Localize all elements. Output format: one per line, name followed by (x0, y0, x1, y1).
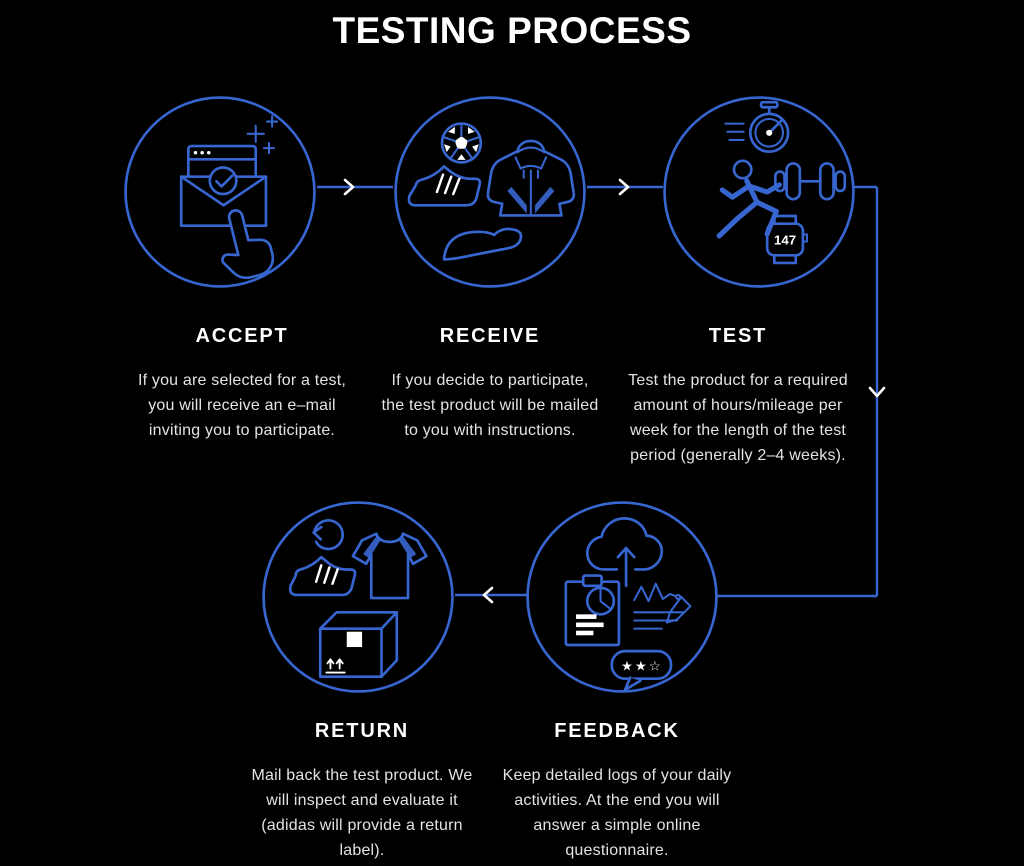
jacket-icon (486, 139, 576, 217)
product-delivery-icon (394, 96, 586, 288)
checkmark-icon (208, 166, 238, 196)
envelope-icon (179, 175, 268, 228)
step-description: If you are selected for a test, you will… (137, 372, 347, 439)
step-circle (124, 96, 316, 288)
dumbbell-icon (774, 162, 847, 201)
email-invitation-icon (124, 96, 316, 288)
step-circle (262, 501, 454, 693)
sparkles-icon (246, 115, 279, 155)
step-circle (526, 501, 718, 693)
tshirt-icon (351, 532, 428, 600)
feedback-rating-icon: ★★☆ (526, 501, 718, 693)
step-feedback: ★★☆ FEEDBACK Keep detailed logs of your … (487, 500, 747, 863)
step-label: ACCEPT (195, 325, 289, 347)
step-receive: RECEIVE If you decide to participate, th… (360, 95, 620, 443)
sneaker-icon (288, 555, 357, 597)
step-description: Test the product for a required amount o… (628, 372, 848, 464)
step-label: FEEDBACK (554, 720, 680, 742)
step-circle (394, 96, 586, 288)
stopwatch-icon (724, 100, 790, 153)
watch-heart-rate-value: 147 (774, 233, 796, 248)
step-accept: ACCEPT If you are selected for a test, y… (112, 95, 372, 443)
cloud-upload-icon (585, 517, 664, 588)
step-description: Mail back the test product. We will insp… (251, 767, 473, 859)
step-test: 147 TEST Test the product for a required… (608, 95, 868, 468)
step-description: If you decide to participate, the test p… (381, 372, 599, 439)
sneaker-icon (407, 165, 482, 207)
step-label: RETURN (314, 720, 410, 742)
step-label: TEST (708, 325, 768, 347)
fitness-activity-icon: 147 (663, 96, 855, 288)
star-rating-bubble-icon: ★★☆ (610, 649, 673, 692)
shipping-box-icon (318, 610, 399, 678)
step-label: RECEIVE (439, 325, 541, 347)
step-circle (663, 96, 855, 288)
graph-pencil-icon (633, 582, 692, 630)
star-rating-value: ★★☆ (621, 660, 663, 675)
clipboard-chart-icon (564, 574, 621, 647)
soccer-ball-icon (440, 122, 483, 164)
open-hand-icon (442, 227, 523, 261)
page-title: TESTING PROCESS (332, 10, 692, 51)
arrow-down-icon (868, 386, 886, 398)
smartwatch-icon: 147 (765, 214, 809, 265)
step-return: RETURN Mail back the test product. We wi… (232, 500, 492, 863)
hand-pointer-icon (221, 209, 275, 280)
step-description: Keep detailed logs of your daily activit… (502, 767, 732, 859)
return-arrow-icon (312, 519, 344, 551)
package-return-icon (262, 501, 454, 693)
